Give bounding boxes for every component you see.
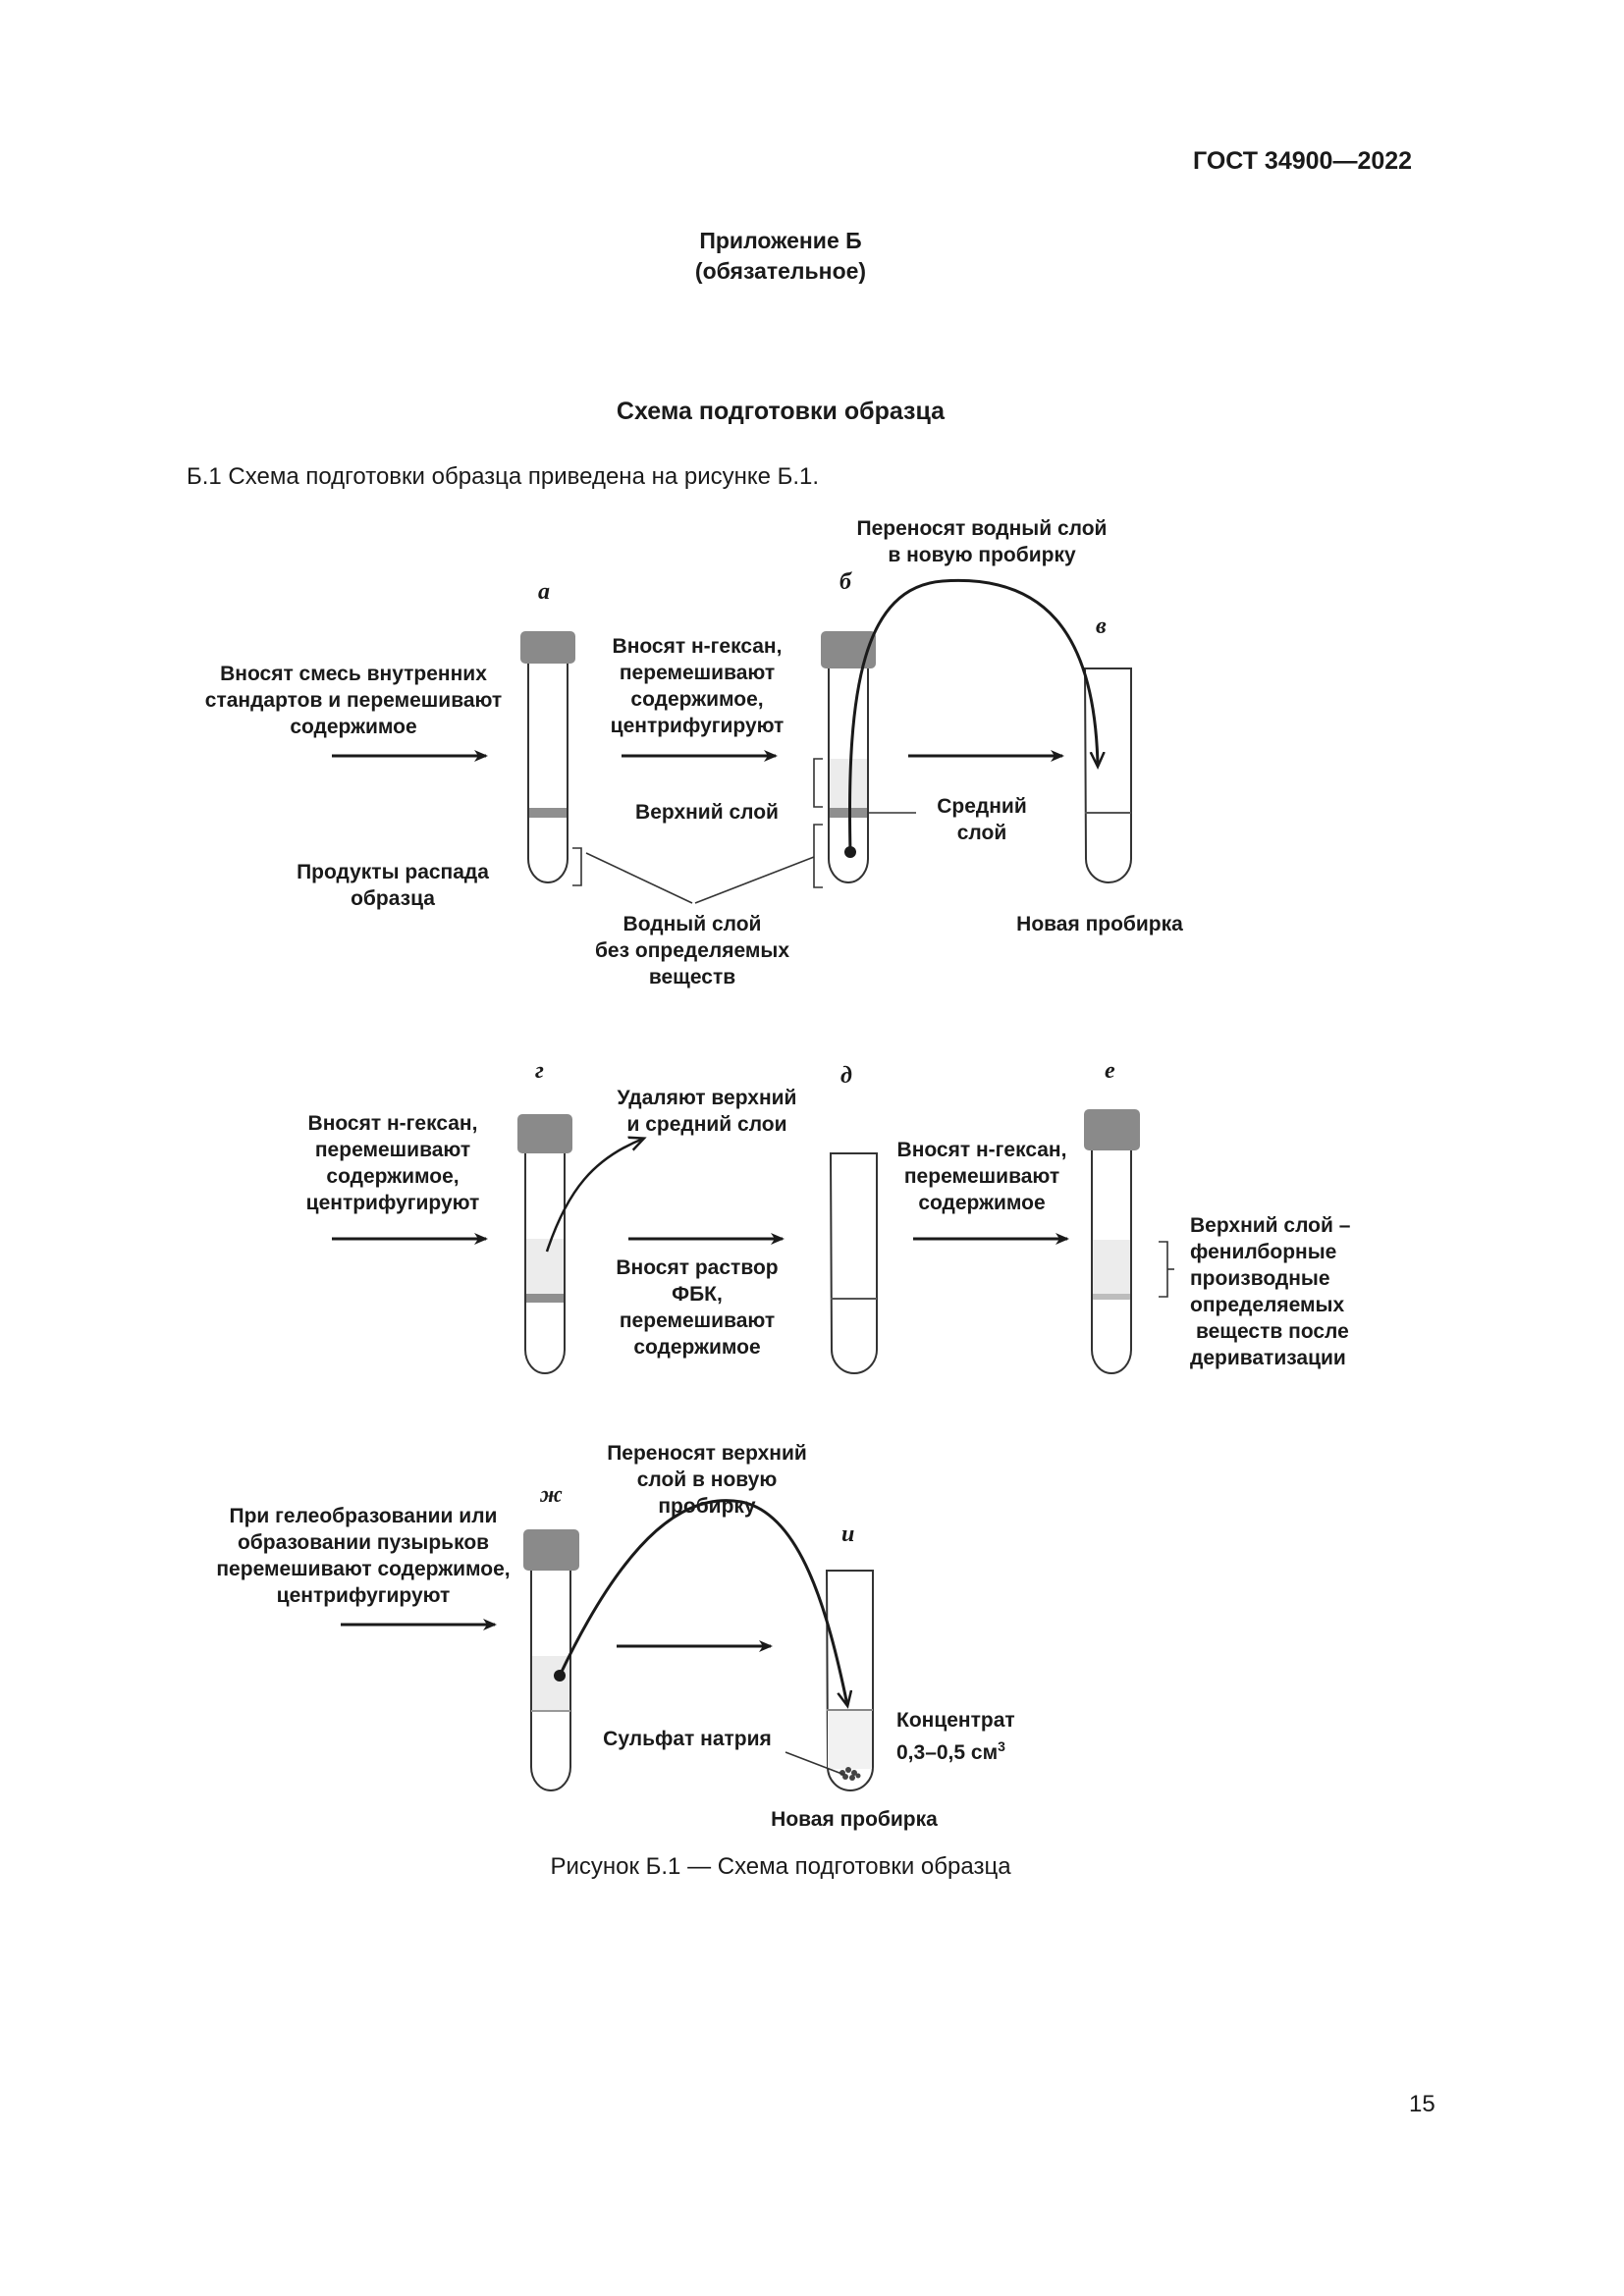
appendix-status: (обязательное): [694, 258, 867, 284]
label-tube-zh: ж: [540, 1482, 563, 1508]
transfer-upper-label: Переносят верхний слой в новую пробирку: [607, 1442, 807, 1518]
document-code: ГОСТ 34900—2022: [1193, 147, 1413, 175]
middle-layer-label: Средний слой: [937, 795, 1027, 844]
add-standards-label: Вносят смесь внутренних стандартов и пер…: [204, 663, 503, 738]
water-leader-left: [585, 852, 693, 904]
tube-zh: [523, 1529, 579, 1791]
new-tube-label-2: Новая пробирка: [771, 1808, 938, 1831]
bracket-b-upper: [813, 758, 823, 808]
tube-v: [1083, 667, 1132, 883]
tube-e: [1084, 1109, 1140, 1374]
label-tube-i: и: [841, 1522, 855, 1547]
derivatives-label: Верхний слой – фенилборные производные о…: [1190, 1214, 1351, 1369]
water-layer-label: Водный слой без определяемых веществ: [594, 913, 790, 988]
sulfate-leader: [785, 1751, 845, 1776]
transfer-water-label: Переносят водный слой в новую пробирку: [856, 517, 1108, 566]
remove-layers-arrow: [545, 1139, 643, 1253]
transfer-upper-arrow: [558, 1499, 847, 1705]
bracket-e: [1159, 1241, 1168, 1298]
label-tube-e: е: [1105, 1058, 1115, 1084]
section-title: Схема подготовки образца: [616, 398, 946, 425]
tube-i: [825, 1570, 874, 1791]
bracket-a: [572, 847, 582, 886]
decay-products-label: Продукты распада образца: [297, 861, 489, 910]
label-tube-g: г: [535, 1058, 544, 1084]
tube-d: [829, 1152, 878, 1374]
intro-paragraph: Б.1 Схема подготовки образца приведена н…: [187, 463, 820, 490]
add-pbc-label: Вносят раствор ФБК, перемешивают содержи…: [616, 1256, 779, 1359]
add-hexane-label-2: Вносят н-гексан, перемешивают содержимое…: [305, 1112, 480, 1214]
add-hexane-mix-label: Вносят н-гексан, перемешивают содержимое: [896, 1139, 1067, 1214]
upper-layer-label: Верхний слой: [635, 801, 779, 824]
gel-formation-label: При гелеобразовании или образовании пузы…: [216, 1505, 511, 1607]
label-tube-d: д: [840, 1063, 852, 1089]
page-number: 15: [1409, 2091, 1435, 2117]
transfer-water-arrow: [848, 578, 1098, 853]
label-tube-b: б: [839, 569, 851, 595]
sodium-sulfate-crystals: [839, 1767, 861, 1781]
water-leader-right: [694, 856, 815, 904]
concentrate-label: Концентрат 0,3–0,5 см3: [896, 1709, 1015, 1764]
concentrate-unit-sup: 3: [998, 1738, 1005, 1754]
label-tube-a: а: [538, 579, 550, 605]
add-hexane-label-1: Вносят н-гексан, перемешивают содержимое…: [610, 635, 785, 737]
tube-a: [520, 631, 575, 883]
sodium-sulfate-label: Сульфат натрия: [603, 1728, 772, 1750]
new-tube-label-1: Новая пробирка: [1016, 913, 1183, 935]
figure-caption: Рисунок Б.1 — Схема подготовки образца: [550, 1853, 1011, 1880]
remove-layers-label: Удаляют верхний и средний слои: [617, 1087, 797, 1136]
concentrate-volume: 0,3–0,5 см: [896, 1741, 999, 1764]
label-tube-v: в: [1096, 614, 1107, 639]
tube-b: [821, 631, 916, 883]
bracket-b-lower: [813, 824, 823, 888]
tube-g: [517, 1114, 572, 1374]
appendix-title: Приложение Б: [699, 228, 862, 253]
